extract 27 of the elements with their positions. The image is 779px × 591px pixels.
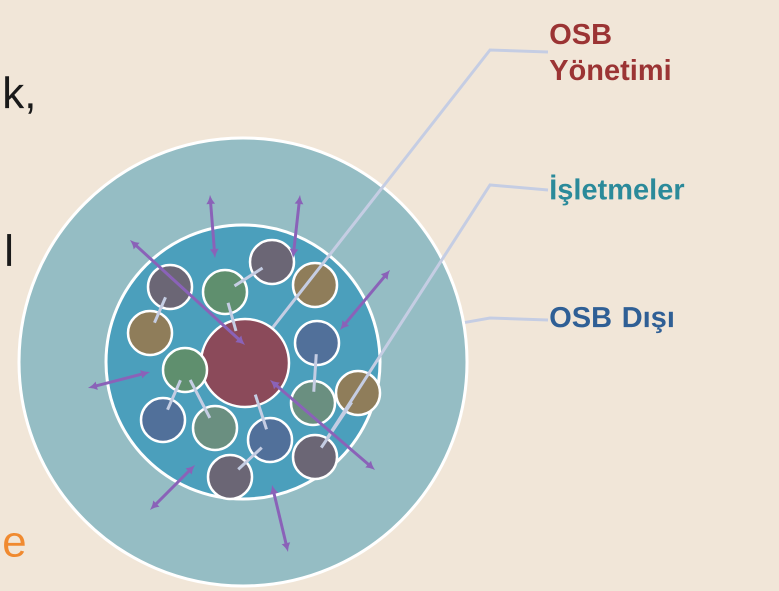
group-label: İşletmeler — [551, 174, 684, 206]
link-line — [153, 296, 167, 324]
member-circle — [246, 416, 294, 464]
member-circle — [292, 262, 338, 308]
member-circle — [334, 370, 382, 416]
member-circle — [202, 268, 248, 316]
member-circle — [126, 310, 174, 356]
member-circle — [206, 454, 254, 500]
member-circle — [292, 434, 338, 480]
member-circle — [192, 404, 238, 452]
group-label: OSB Yönetimi — [550, 24, 670, 80]
member-circle — [146, 264, 194, 310]
member-circle — [162, 346, 208, 394]
leader-line — [326, 183, 548, 438]
leader-line — [272, 48, 548, 328]
link-line — [226, 302, 238, 332]
link-line — [320, 401, 353, 448]
member-circle — [140, 396, 186, 444]
text-fragment: e — [4, 532, 25, 558]
leader-line — [464, 316, 548, 324]
member-circle — [290, 380, 336, 426]
member-circle — [294, 320, 340, 366]
text-fragment: l — [7, 234, 12, 266]
text-fragment: k, — [5, 76, 32, 114]
center-circle — [200, 318, 290, 408]
group-label: OSB Dışı — [550, 306, 673, 334]
member-circle — [248, 238, 296, 286]
